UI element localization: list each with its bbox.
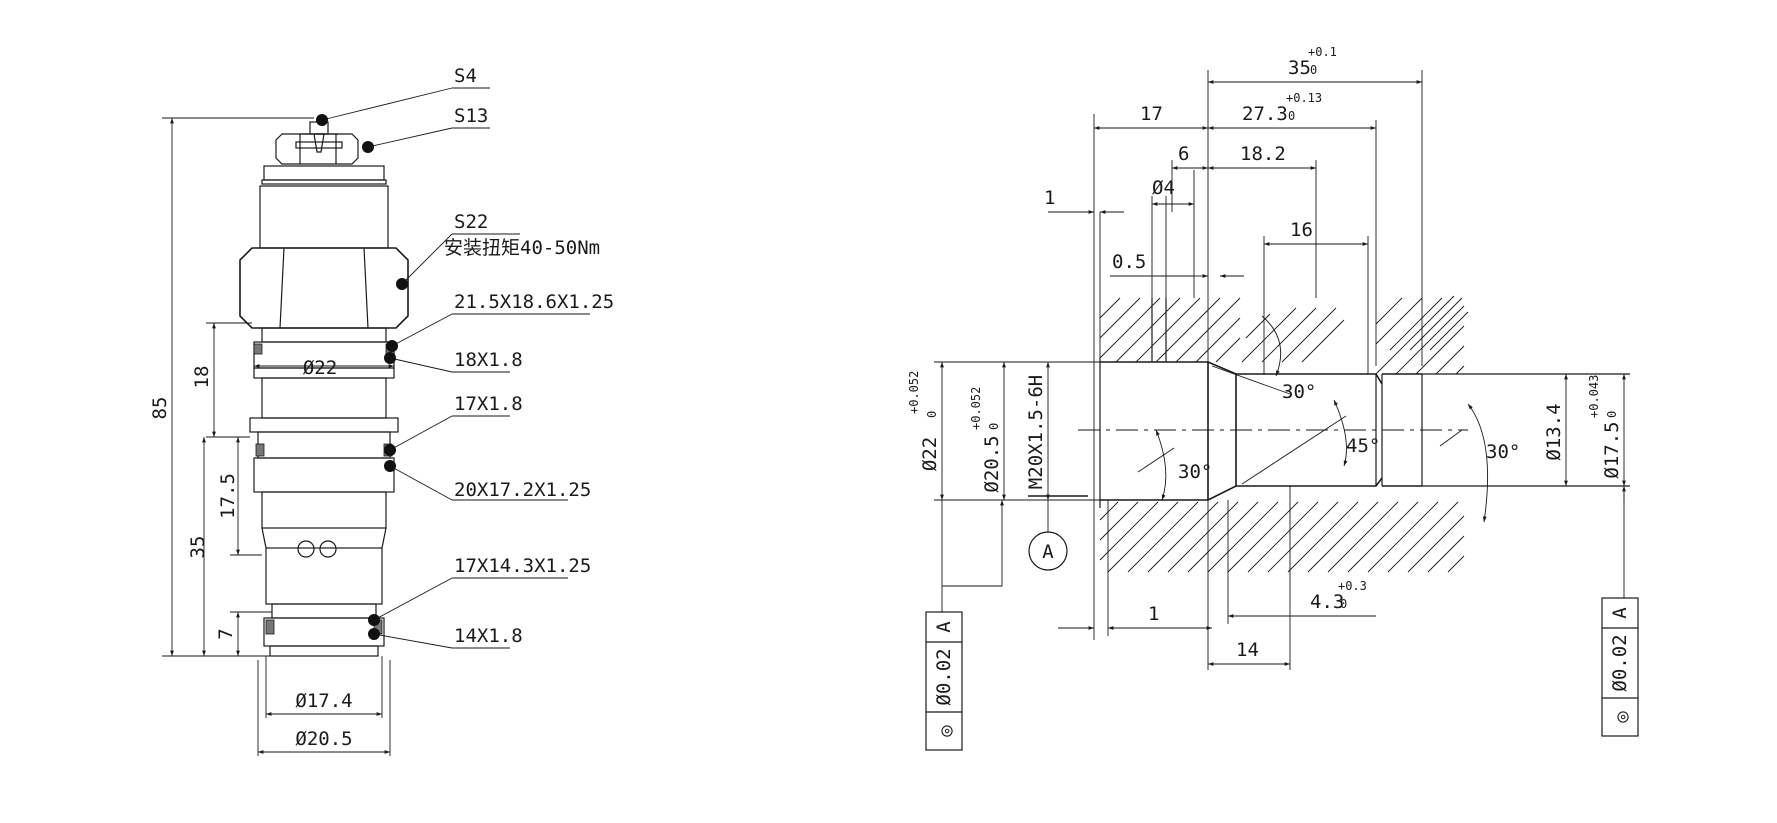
cavity-section-view: A A Ø0.02 ◎ A Ø0.02 ◎ 35 +0 bbox=[907, 45, 1639, 751]
callout-seal-17: 17X1.8 bbox=[454, 393, 523, 415]
dim-overall-85: 85 bbox=[149, 397, 171, 420]
dim-dia-20-5-tol-upper: +0.052 bbox=[969, 387, 983, 430]
callout-leaders bbox=[316, 87, 590, 649]
dim-4-3: 4.3 bbox=[1310, 591, 1344, 613]
cartridge-valve-view: S4 S13 S22 安装扭矩40-50Nm 21.5X18.6X1.25 18… bbox=[149, 65, 614, 756]
dim-dia-13-4: Ø13.4 bbox=[1543, 403, 1565, 460]
dim-1-top: 1 bbox=[1044, 187, 1055, 209]
angle-30-left: 30° bbox=[1178, 461, 1212, 483]
adjusting-screw bbox=[295, 121, 343, 153]
dim-6: 6 bbox=[1178, 143, 1189, 165]
tolerance-value-left: Ø0.02 bbox=[933, 648, 955, 705]
lock-nut bbox=[275, 133, 359, 165]
callout-torque: 安装扭矩40-50Nm bbox=[444, 237, 600, 259]
dim-4-3-tol-upper: +0.3 bbox=[1338, 579, 1367, 593]
dim-dia-20-5-tol-lower: 0 bbox=[987, 423, 1001, 430]
bottom-dimension-lines bbox=[1058, 614, 1376, 666]
dim-35: 35 bbox=[187, 536, 209, 559]
dim-dia-17-5-tol-upper: +0.043 bbox=[1587, 375, 1601, 418]
tolerance-datum-right: A bbox=[1609, 607, 1631, 619]
dim-dia-20-5: Ø20.5 bbox=[981, 435, 1003, 492]
dim-4-3-tol-lower: 0 bbox=[1340, 597, 1347, 611]
dim-dia-4: Ø4 bbox=[1152, 177, 1175, 199]
dim-dia-20-5: Ø20.5 bbox=[295, 728, 352, 750]
dim-16: 16 bbox=[1290, 219, 1313, 241]
concentricity-icon: ◎ bbox=[935, 725, 957, 737]
dim-27-3-tol-upper: +0.13 bbox=[1286, 91, 1322, 105]
top-dimension-lines bbox=[1048, 80, 1422, 278]
dim-dia-22: Ø22 bbox=[303, 357, 337, 379]
angle-45: 45° bbox=[1346, 435, 1380, 457]
hatch-bottom bbox=[1099, 501, 1465, 573]
dim-35-tol-upper: +0.1 bbox=[1308, 45, 1337, 59]
dim-35-tol-lower: 0 bbox=[1310, 63, 1317, 77]
angle-30-upper: 30° bbox=[1282, 381, 1316, 403]
callout-seal-21-5: 21.5X18.6X1.25 bbox=[454, 291, 614, 313]
tolerance-datum-left: A bbox=[933, 621, 955, 633]
dim-35: 35 bbox=[1288, 57, 1311, 79]
angle-30-right: 30° bbox=[1486, 441, 1520, 463]
dim-dia-17-4: Ø17.4 bbox=[295, 690, 352, 712]
dim-dia-17-5-tol-lower: 0 bbox=[1605, 411, 1619, 418]
dim-14: 14 bbox=[1236, 639, 1259, 661]
left-dimension-lines bbox=[162, 117, 394, 756]
adjuster-body bbox=[259, 185, 389, 249]
callout-seal-20: 20X17.2X1.25 bbox=[454, 479, 591, 501]
tolerance-value-right: Ø0.02 bbox=[1609, 634, 1631, 691]
callout-seal-17-14: 17X14.3X1.25 bbox=[454, 555, 591, 577]
dim-27-3: 27.3 bbox=[1242, 103, 1288, 125]
dim-17-5: 17.5 bbox=[217, 473, 239, 519]
callout-s4: S4 bbox=[454, 65, 477, 87]
cavity-outline bbox=[1028, 298, 1630, 508]
dim-27-3-tol-lower: 0 bbox=[1288, 109, 1295, 123]
callout-seal-14: 14X1.8 bbox=[454, 625, 523, 647]
seal-sections bbox=[253, 343, 395, 635]
dim-18-2: 18.2 bbox=[1240, 143, 1286, 165]
hex-body bbox=[239, 247, 409, 329]
tolerance-leaders bbox=[941, 486, 1626, 612]
dim-0-5: 0.5 bbox=[1112, 251, 1146, 273]
dim-17: 17 bbox=[1140, 103, 1163, 125]
datum-a: A bbox=[1028, 500, 1068, 571]
left-vertical-dimensions bbox=[934, 361, 1100, 501]
dim-dia-22: Ø22 bbox=[919, 437, 941, 471]
extension-lines bbox=[1093, 70, 1423, 670]
washer bbox=[263, 165, 385, 181]
dim-dia-22-tol-upper: +0.052 bbox=[907, 371, 921, 414]
dim-dia-22-tol-lower: 0 bbox=[925, 411, 939, 418]
right-vertical-dimensions bbox=[1564, 374, 1626, 486]
hatch-top-left bbox=[1099, 297, 1345, 363]
tolerance-frame-left: A Ø0.02 ◎ bbox=[925, 611, 963, 751]
hatch-top-right bbox=[1375, 297, 1469, 351]
dim-thread: M20X1.5-6H bbox=[1025, 375, 1047, 489]
datum-a-label: A bbox=[1042, 541, 1054, 563]
dim-18: 18 bbox=[191, 366, 213, 389]
dim-1-bottom: 1 bbox=[1148, 603, 1159, 625]
callout-seal-18: 18X1.8 bbox=[454, 349, 523, 371]
hatch-top-far-right bbox=[1375, 295, 1465, 375]
concentricity-icon: ◎ bbox=[1611, 711, 1633, 723]
callout-s13: S13 bbox=[454, 105, 488, 127]
callout-s22: S22 bbox=[454, 211, 488, 233]
dim-dia-17-5: Ø17.5 bbox=[1601, 421, 1623, 478]
angle-arcs bbox=[1155, 315, 1489, 523]
tolerance-frame-right: A Ø0.02 ◎ bbox=[1601, 597, 1639, 737]
dim-7: 7 bbox=[215, 628, 237, 639]
